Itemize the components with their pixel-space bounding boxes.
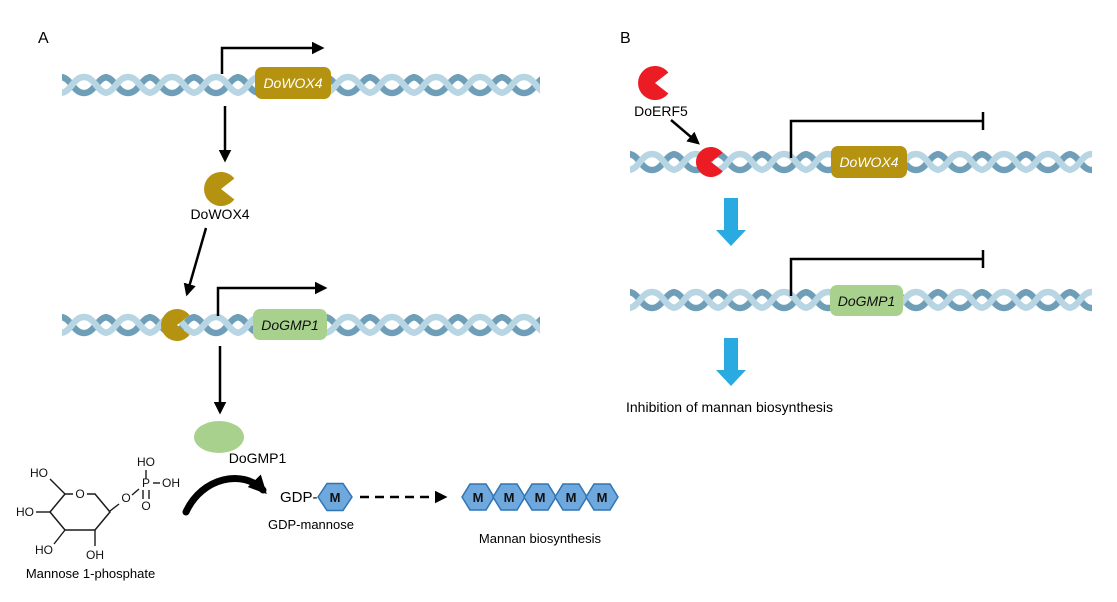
left-hydroxyl-label: HO <box>16 505 34 519</box>
erf5-bound-protein-icon <box>695 147 723 178</box>
bond <box>131 488 140 496</box>
erf5-binding-arrow <box>670 119 700 145</box>
wox4-bound-protein-icon <box>161 309 190 342</box>
monomer-letter: M <box>535 490 546 505</box>
monomer-letter: M <box>473 490 484 505</box>
erf5-protein-icon <box>638 65 669 100</box>
monomer-letter: M <box>597 490 608 505</box>
inhibition-line <box>789 119 983 158</box>
bottom-left-hydroxyl-label: HO <box>35 543 53 557</box>
transcription-arrow-gmp1 <box>216 281 328 316</box>
transcription-arrow-wox4 <box>220 41 325 74</box>
monomer-letter: M <box>504 490 515 505</box>
bond <box>49 478 66 495</box>
gene-dowox4-panel-b: DoWOX4 <box>831 146 907 178</box>
mannan-chain: M M M M M <box>461 483 619 511</box>
gmp1-protein-icon <box>194 421 244 453</box>
wox4-binding-arrow <box>183 227 208 297</box>
gdp-prefix-label: GDP- <box>280 489 318 506</box>
phosphate-oh-label: OH <box>162 476 180 490</box>
inhibition-line <box>789 257 983 296</box>
gene-dogmp1-panel-b: DoGMP1 <box>830 285 903 316</box>
phosphorus-label: P <box>142 476 150 490</box>
mannose-hexagon-icon <box>317 482 353 512</box>
gene-dogmp1-panel-a: DoGMP1 <box>253 309 327 340</box>
phosphate-double-o-label: O <box>141 499 150 513</box>
doerf5-protein-label: DoERF5 <box>634 103 688 119</box>
mannan-caption: Mannan biosynthesis <box>478 531 602 546</box>
panel-a-label: A <box>38 30 49 47</box>
mannose-hexagon-icon <box>585 483 619 511</box>
gene-dowox4-panel-a: DoWOX4 <box>255 67 331 99</box>
bottom-hydroxyl-label: OH <box>86 548 104 562</box>
inhibition-bar-wox4 <box>789 112 985 158</box>
bridge-oxygen-label: O <box>121 491 130 505</box>
ring-oxygen-mask <box>73 487 87 501</box>
inhibition-bar-gmp1 <box>789 250 985 296</box>
phosphate-ho-label: HO <box>137 455 155 469</box>
dogmp1-protein-label: DoGMP1 <box>228 450 287 466</box>
gdp-mannose-caption: GDP-mannose <box>268 517 354 532</box>
mannose-structure: O HO HO HO OH O P HO OH O <box>16 455 180 562</box>
mannose-caption: Mannose 1-phosphate <box>25 566 156 581</box>
gdp-mannose-unit: M <box>317 482 353 512</box>
reaction-arrow <box>182 474 267 516</box>
dowox4-protein-label: DoWOX4 <box>190 206 250 222</box>
wox4-protein-icon <box>204 171 235 206</box>
inhibition-caption: Inhibition of mannan biosynthesis <box>626 399 834 415</box>
bond <box>109 503 120 512</box>
ring-oxygen-label: O <box>75 487 84 501</box>
monomer-letter: M <box>566 490 577 505</box>
bond <box>53 529 66 545</box>
panel-b-label: B <box>620 30 631 47</box>
arm-hydroxyl-label: HO <box>30 466 48 480</box>
downregulation-arrow-1 <box>716 198 746 246</box>
monomer-letter: M <box>330 490 341 505</box>
downregulation-arrow-2 <box>716 338 746 386</box>
